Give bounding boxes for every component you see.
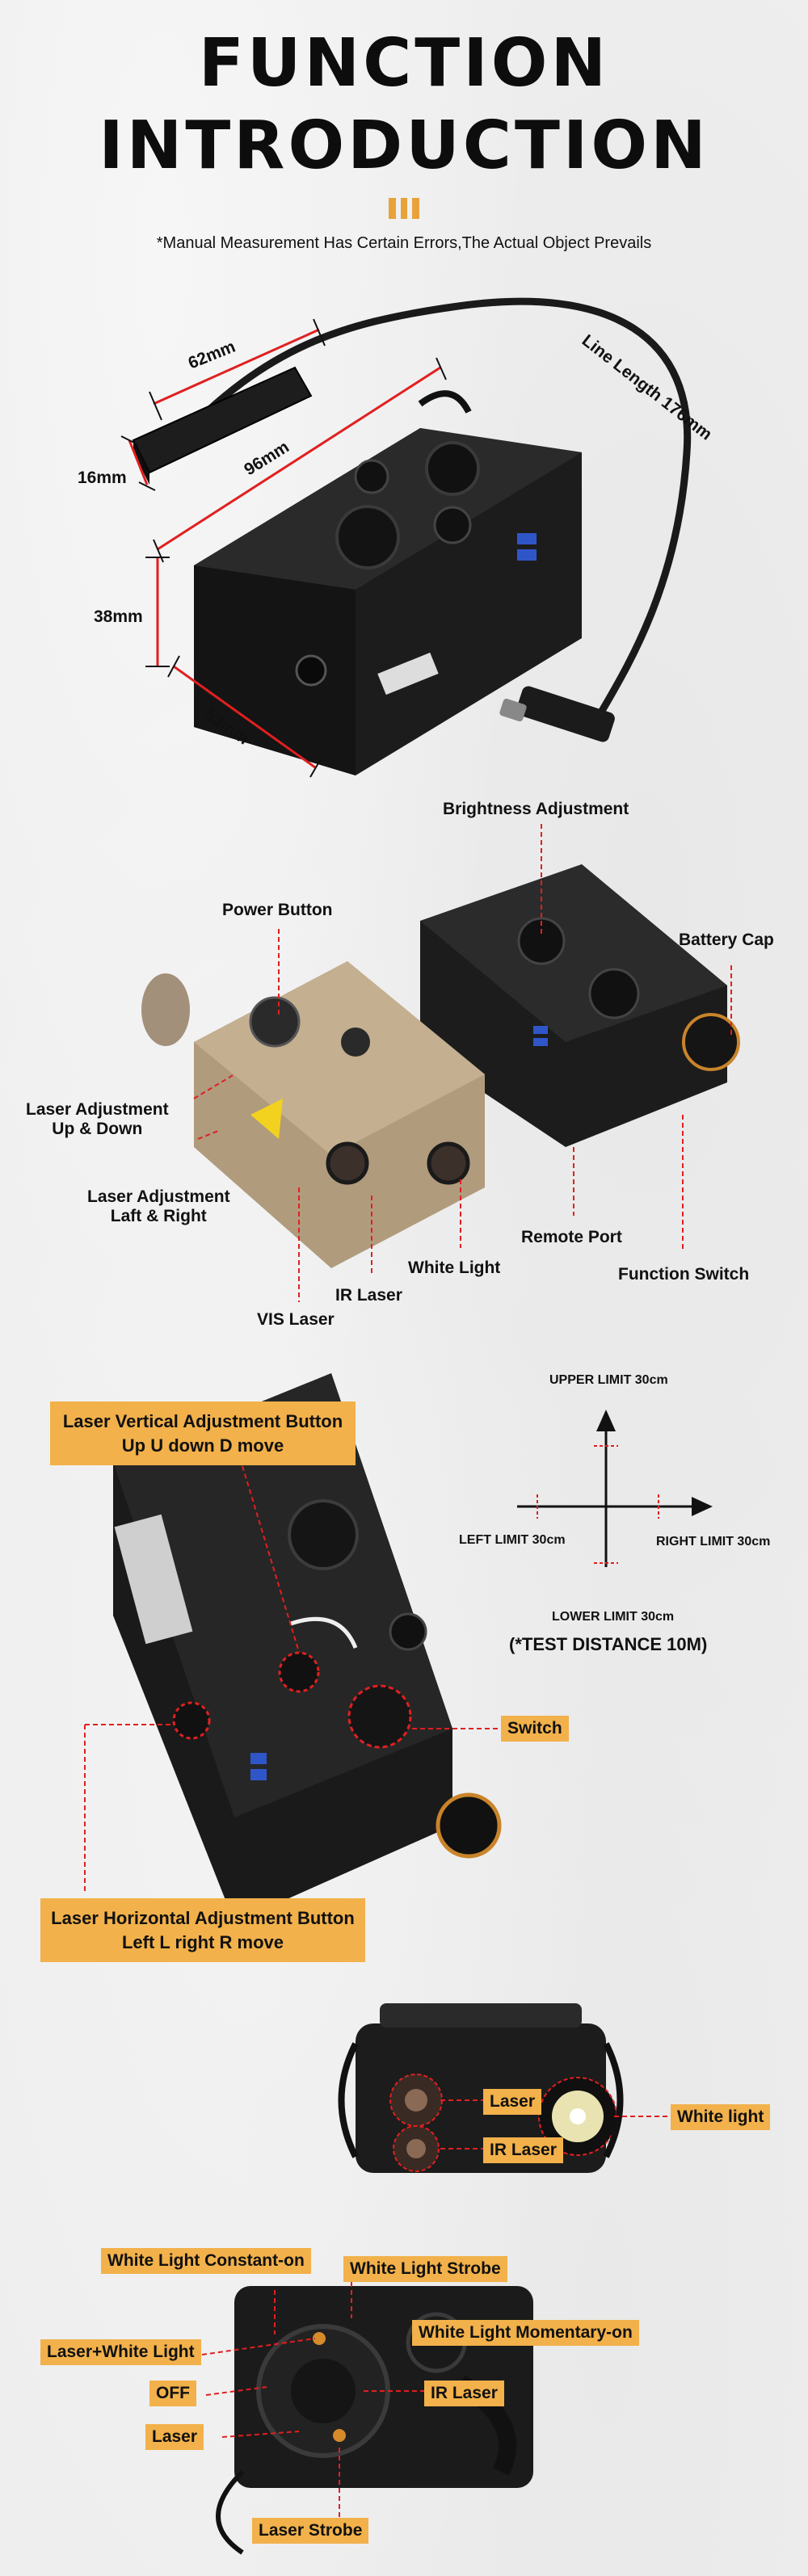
measurement-note: *Manual Measurement Has Certain Errors,T…: [156, 234, 652, 252]
label-function-switch: Function Switch: [618, 1265, 750, 1284]
adjust-leader-lines: [84, 1465, 501, 1894]
mode-momentary-on: White Light Momentary-on: [412, 2320, 639, 2347]
device-black-1: [194, 390, 582, 775]
label-brightness: Brightness Adjustment: [443, 800, 629, 818]
title-line-2: INTRODUCTION: [99, 107, 709, 184]
dimension-lines: [128, 328, 441, 769]
mode-ir-laser: IR Laser: [424, 2381, 504, 2407]
device-black-2: [420, 864, 740, 1147]
limit-crosshair: [517, 1410, 713, 1567]
label-right-limit: RIGHT LIMIT 30cm: [656, 1535, 771, 1549]
mode-off: OFF: [149, 2381, 196, 2407]
dim-38: 38mm: [94, 607, 143, 626]
parts-leader-lines: [193, 824, 732, 1302]
dim-16: 16mm: [78, 469, 127, 487]
mode-constant-on: White Light Constant-on: [101, 2248, 311, 2275]
label-white-light: White Light: [408, 1259, 501, 1277]
mode-strobe: White Light Strobe: [343, 2256, 507, 2283]
label-battery-cap: Battery Cap: [679, 931, 774, 949]
dimension-ticks: [120, 318, 447, 778]
mode-laser-strobe: Laser Strobe: [252, 2518, 369, 2544]
label-ir-laser: IR Laser: [335, 1286, 402, 1305]
remote-cable: [175, 297, 692, 713]
plug-connector: [499, 686, 615, 742]
mode-leader-lines: [201, 2265, 424, 2520]
label-power: Power Button: [222, 901, 333, 919]
label-front-laser: Laser: [483, 2089, 542, 2116]
mode-laser: Laser: [145, 2424, 204, 2451]
label-left-limit: LEFT LIMIT 30cm: [459, 1533, 566, 1547]
front-leader-lines: [440, 2099, 671, 2149]
device-tan: [141, 961, 485, 1268]
test-distance: (*TEST DISTANCE 10M): [509, 1634, 708, 1654]
label-remote-port: Remote Port: [521, 1228, 622, 1246]
accent-bars-icon: [389, 198, 420, 219]
label-front-ir-laser: IR Laser: [483, 2137, 563, 2164]
mode-laser-white: Laser+White Light: [40, 2339, 201, 2366]
label-front-white-light: White light: [671, 2104, 771, 2131]
device-front: [338, 2003, 624, 2173]
label-switch: Switch: [501, 1716, 569, 1742]
label-lower-limit: LOWER LIMIT 30cm: [552, 1610, 675, 1624]
title-line-1: FUNCTION: [198, 25, 610, 102]
label-upper-limit: UPPER LIMIT 30cm: [549, 1373, 668, 1387]
label-vis-laser: VIS Laser: [257, 1310, 335, 1329]
remote-pad: [132, 366, 313, 485]
device-black-3: [113, 1373, 502, 1923]
